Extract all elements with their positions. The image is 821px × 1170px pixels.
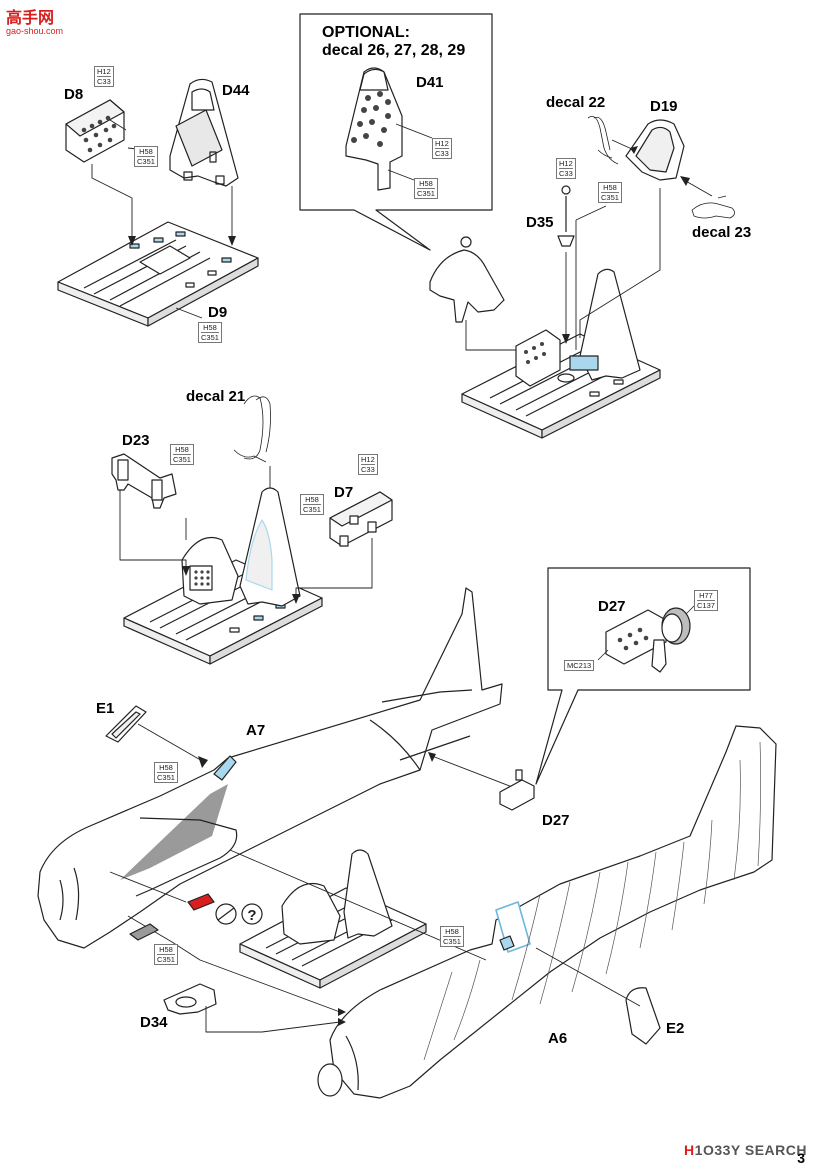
- label-decal-22: decal 22: [546, 94, 606, 111]
- label-d35: D35: [526, 214, 554, 231]
- page-number: 3: [797, 1150, 805, 1166]
- label-d27: D27: [542, 812, 570, 829]
- floor-assembly-middle: [123, 487, 323, 665]
- label-a7: A7: [246, 722, 266, 739]
- watermark: 高手网 gao-shou.com: [6, 4, 63, 36]
- watermark-name: 高手网: [6, 10, 55, 27]
- part-d27-detail: [605, 607, 691, 673]
- watermark-url: gao-shou.com: [6, 26, 64, 36]
- optional-decals: decal 26, 27, 28, 29: [322, 42, 466, 59]
- label-d19: D19: [650, 98, 678, 115]
- part-d27-small: [499, 769, 535, 811]
- panel-d41: [345, 67, 403, 191]
- question-symbol: ?: [241, 903, 263, 925]
- label-d8: D8: [64, 86, 84, 103]
- stick-d35: [557, 185, 575, 247]
- headrest-piece: [429, 236, 505, 323]
- brand-logo: H1O33Y SEARCH: [684, 1142, 807, 1158]
- optional-title: OPTIONAL:: [322, 24, 410, 41]
- fuselage-half-a6: [317, 725, 777, 1099]
- part-e2: [625, 987, 661, 1045]
- floor-assembly-right: [461, 268, 661, 439]
- decal-23-belts: [691, 195, 735, 219]
- label-d44: D44: [222, 82, 250, 99]
- floor-assembly-bottom: [239, 849, 427, 989]
- decal-21-belts: [233, 395, 271, 463]
- label-e2: E2: [666, 1020, 685, 1037]
- label-d7: D7: [334, 484, 354, 501]
- label-d34: D34: [140, 1014, 168, 1031]
- part-e1: [105, 705, 147, 743]
- label-d9: D9: [208, 304, 228, 321]
- d27-callout: [535, 567, 751, 785]
- label-d27-callout: D27: [598, 598, 626, 615]
- seat-d19: [625, 119, 685, 181]
- seat-d44: [169, 78, 239, 187]
- instrument-panel-d8: [65, 99, 125, 163]
- label-d23: D23: [122, 432, 150, 449]
- grey-part-lower-left: [129, 923, 159, 941]
- part-d23: [111, 453, 177, 509]
- label-d41: D41: [416, 74, 444, 91]
- part-d7: [329, 491, 393, 547]
- svg-text:?: ?: [247, 907, 256, 924]
- label-decal-21: decal 21: [186, 388, 246, 405]
- decal-22-belts: [587, 115, 619, 165]
- paint-code-d27-b: MC213: [564, 660, 595, 671]
- no-glue-symbol: [215, 903, 237, 925]
- floor-d9: [57, 221, 259, 327]
- label-a6: A6: [548, 1030, 568, 1047]
- label-e1: E1: [96, 700, 115, 717]
- part-d34: [163, 983, 217, 1015]
- label-decal-23: decal 23: [692, 224, 752, 241]
- fuselage-half-a7: [37, 587, 503, 949]
